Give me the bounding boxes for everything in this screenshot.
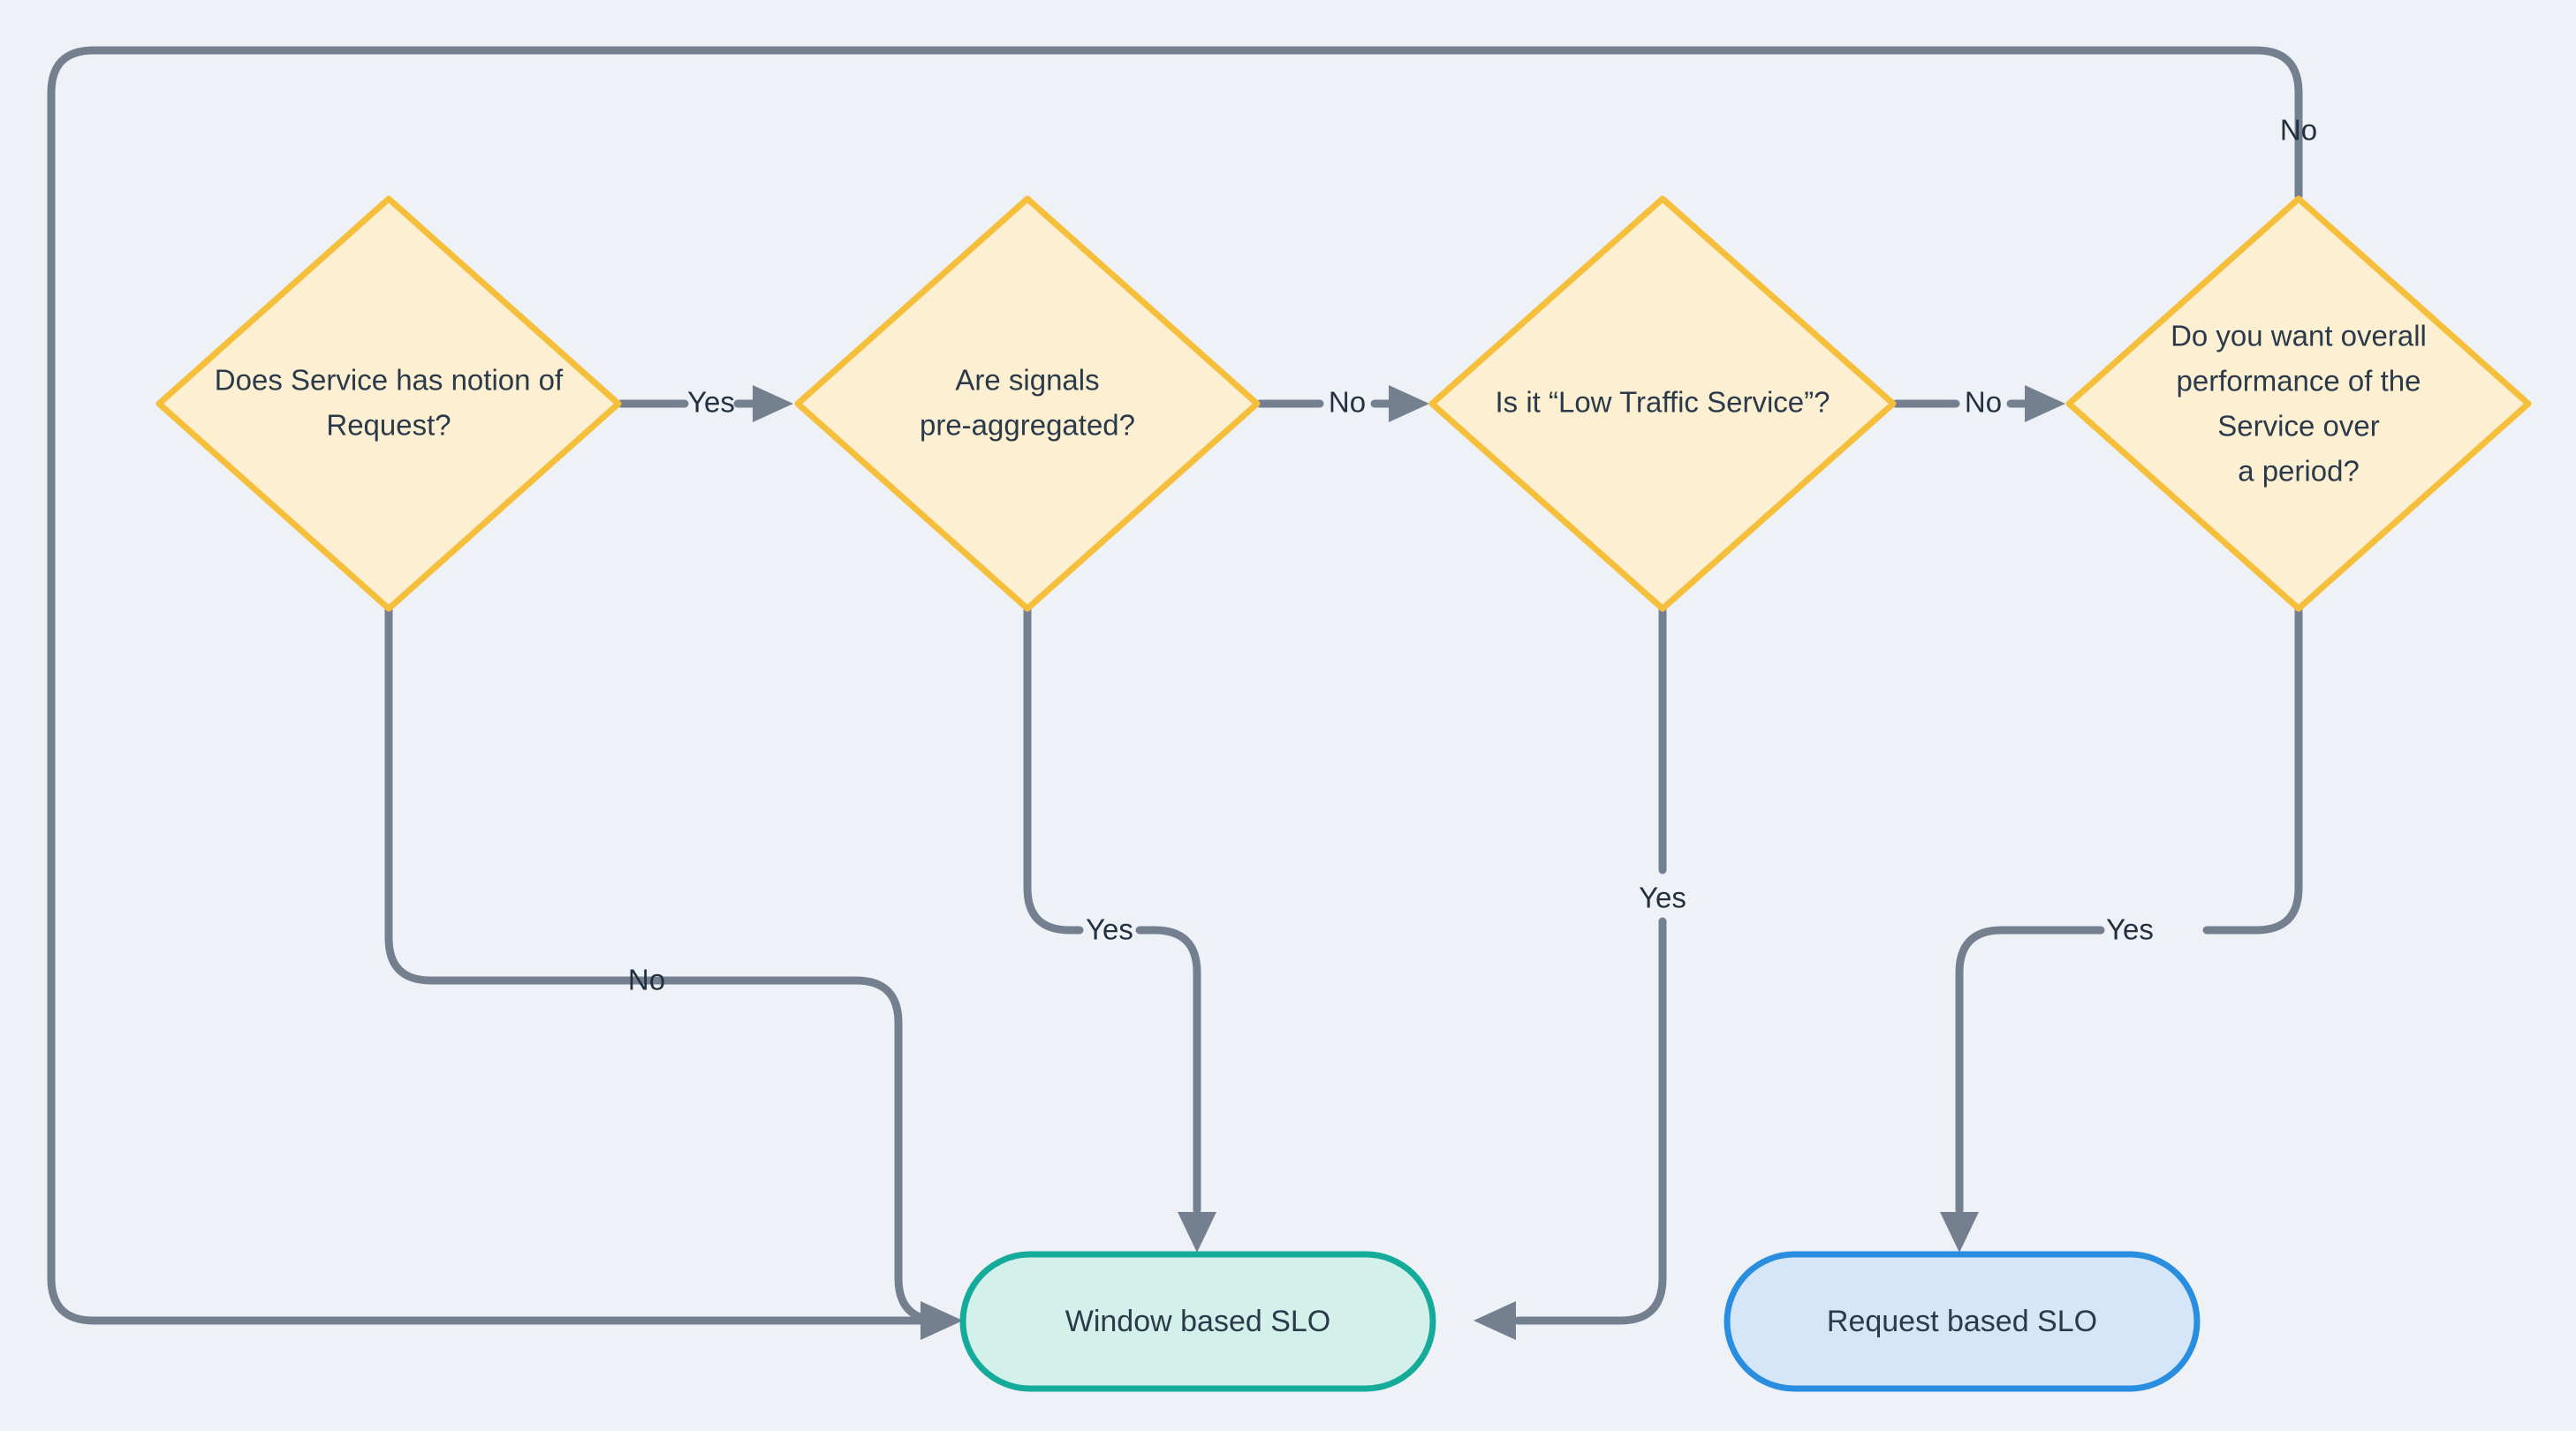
decision4-line2: performance of the xyxy=(2177,365,2421,398)
edge-decision2-yes-to-window xyxy=(1023,605,1216,1253)
arrow-head-decision2-yes xyxy=(1178,1212,1216,1253)
request-slo-label: Request based SLO xyxy=(1827,1305,2097,1338)
edge-label-decision1-no: No xyxy=(628,964,665,996)
edge-path-decision2-yes-a xyxy=(1023,605,1084,935)
edge-decision1-to-decision2 xyxy=(617,385,793,422)
edge-decision1-no-to-window xyxy=(384,605,945,1325)
node-decision-are-signals-pre-aggregated[interactable]: Are signals pre-aggregated? xyxy=(794,195,1261,612)
decision4-diamond[interactable] xyxy=(2065,195,2532,612)
arrow-head-decision4-yes xyxy=(1940,1212,1979,1253)
edge-path-decision4-yes-b xyxy=(1955,926,2105,1215)
decision3-diamond[interactable] xyxy=(1428,195,1897,612)
decision3-line1: Is it “Low Traffic Service”? xyxy=(1495,386,1830,419)
edge-label-decision3-no: No xyxy=(1965,386,2002,419)
edge-path-decision4-yes-a xyxy=(2202,605,2303,935)
decision1-line1: Does Service has notion of xyxy=(215,364,564,397)
decision4-line1: Do you want overall xyxy=(2171,320,2427,352)
node-terminal-request-based-slo[interactable]: Request based SLO xyxy=(1724,1251,2201,1392)
node-terminal-window-based-slo[interactable]: Window based SLO xyxy=(959,1251,1436,1392)
edge-label-decision4-no: No xyxy=(2280,114,2317,147)
edge-label-decision2-no: No xyxy=(1329,386,1366,419)
decision2-line1: Are signals xyxy=(955,364,1099,397)
edge-label-decision1-yes: Yes xyxy=(687,386,735,419)
arrow-head-decision3-yes xyxy=(1474,1301,1516,1340)
decision2-diamond[interactable] xyxy=(794,195,1261,612)
window-slo-label: Window based SLO xyxy=(1065,1305,1331,1338)
node-decision-is-it-low-traffic-service[interactable]: Is it “Low Traffic Service”? xyxy=(1428,195,1897,612)
edge-path-decision2-yes-b xyxy=(1135,926,1201,1215)
arrow-head-decision2-no xyxy=(1389,385,1429,422)
edge-path-decision1-no xyxy=(384,605,945,1325)
edge-path-decision3-yes-b xyxy=(1513,917,1667,1325)
edge-decision3-yes-to-window xyxy=(1474,605,1667,1340)
edge-decision3-to-decision4 xyxy=(1891,385,2065,422)
decision4-line3: Service over xyxy=(2217,410,2379,443)
edge-label-decision3-yes: Yes xyxy=(1639,882,1686,914)
decision2-line2: pre-aggregated? xyxy=(920,409,1135,442)
window-slo-pill[interactable] xyxy=(959,1251,1436,1392)
edge-decision4-yes-to-request xyxy=(1940,605,2303,1253)
decision4-line4: a period? xyxy=(2238,455,2360,488)
arrow-head-decision1-yes xyxy=(753,385,793,422)
edge-label-decision4-yes: Yes xyxy=(2106,913,2154,946)
decision1-line2: Request? xyxy=(326,409,451,442)
decision1-diamond[interactable] xyxy=(155,195,622,612)
request-slo-pill[interactable] xyxy=(1724,1251,2201,1392)
edge-path-decision4-no xyxy=(47,46,2303,1325)
edge-label-decision2-yes: Yes xyxy=(1086,913,1133,946)
node-decision-do-you-want-overall-performance[interactable]: Do you want overall performance of the S… xyxy=(2065,195,2532,612)
edge-decision2-to-decision3 xyxy=(1255,385,1429,422)
node-decision-does-service-has-notion-of-request[interactable]: Does Service has notion of Request? xyxy=(155,195,622,612)
arrow-head-decision3-no xyxy=(2025,385,2065,422)
